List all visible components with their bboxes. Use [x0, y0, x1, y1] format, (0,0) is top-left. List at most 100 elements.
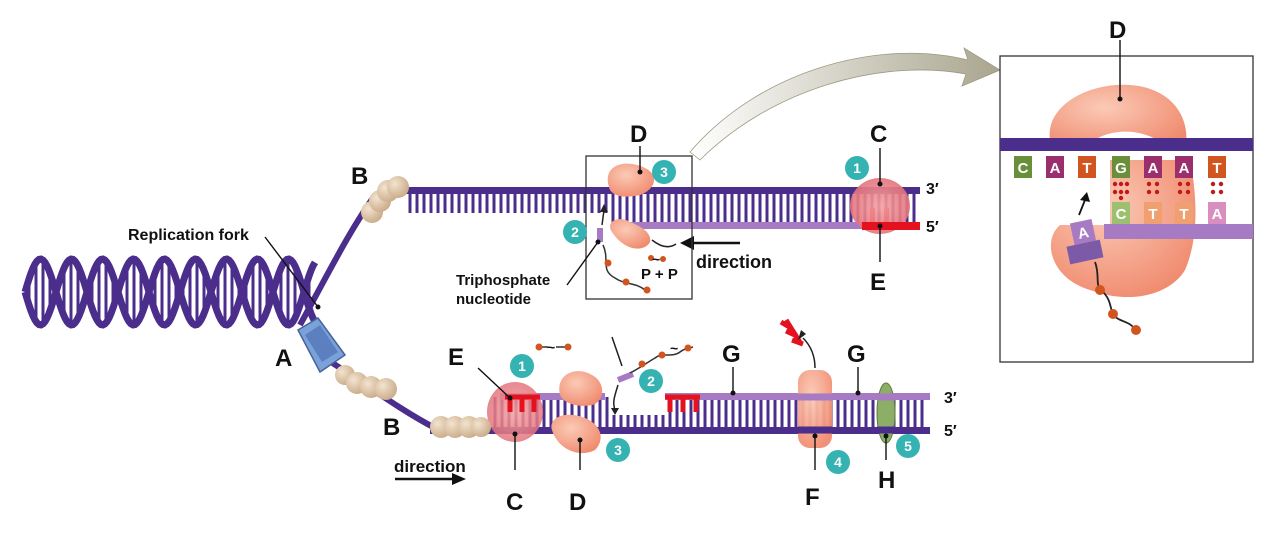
bottom-primer-2: [665, 394, 700, 412]
inset-template-base-label: A: [1148, 160, 1159, 177]
inset-template-base: [1112, 156, 1130, 178]
bottom-dna-polymerase-lower: [551, 414, 601, 454]
bottom-template-strand: [430, 427, 930, 434]
badge-top-1: 1: [853, 160, 861, 176]
badge-top-3: 3: [660, 164, 668, 180]
hydrogen-bond-dot: [1124, 189, 1130, 195]
inset-new-base-label: T: [1148, 206, 1157, 223]
nucleotide-tail: [602, 244, 646, 291]
hydrogen-bond-dot: [1112, 181, 1118, 187]
inset-new-base-label: C: [1116, 206, 1127, 223]
phosphate: [535, 343, 543, 351]
hydrogen-bond-dot: [1210, 181, 1216, 187]
hydrogen-bond-dot: [1185, 181, 1191, 187]
label-triphosphate-1: Triphosphate: [456, 272, 550, 289]
label-three-prime-top: 3′: [926, 181, 939, 198]
inset-template-base-label: C: [1018, 160, 1029, 177]
phosphate: [564, 343, 572, 351]
inset-polymerase-top: [1049, 84, 1187, 150]
inset-template-base-label: T: [1212, 160, 1221, 177]
inset-entry-arrow: [1078, 199, 1086, 216]
inset-incoming-base: [1069, 218, 1097, 246]
inset-template-base: [1144, 156, 1162, 178]
inset-template-base: [1046, 156, 1064, 178]
incoming-nucleotide: [616, 371, 635, 383]
label-direction-bottom: direction: [394, 457, 466, 476]
nucleotide-tail: [629, 346, 694, 374]
badge-bot-1: 1: [518, 358, 526, 374]
ssb-protein: [471, 417, 491, 437]
inset-template-strand: [1000, 138, 1253, 151]
hydrogen-bond-dot: [1154, 181, 1160, 187]
leader-lines: [264, 146, 887, 470]
label-tilde-top: ~: [652, 251, 660, 267]
inset-new-base-label: T: [1179, 206, 1188, 223]
label-five-prime-top: 5′: [926, 219, 939, 236]
phosphate: [604, 259, 612, 267]
label-C-top: C: [870, 121, 887, 148]
lagging-strand-assembly: [335, 318, 930, 485]
inset-new-base-label: A: [1212, 206, 1223, 223]
badge-bot-4: 4: [834, 454, 842, 470]
label-G-left: G: [722, 341, 741, 368]
badge-bot-5: 5: [904, 438, 912, 454]
leading-strand-assembly: [361, 163, 920, 294]
phosphate: [660, 256, 666, 262]
inset-template-base: [1014, 156, 1032, 178]
label-E-top: E: [870, 269, 886, 296]
hydrogen-bond-dot: [1177, 189, 1183, 195]
phosphate: [643, 286, 651, 294]
inset-template-base-label: A: [1050, 160, 1061, 177]
removed-primer: [779, 318, 804, 347]
entry-arrow: [613, 384, 619, 411]
inset-new-base: [1144, 202, 1162, 224]
label-F: F: [805, 484, 820, 511]
inset-template-base-label: G: [1115, 160, 1127, 177]
label-D-bottom: D: [569, 489, 586, 516]
inset-hydrogen-bonds: [1112, 181, 1224, 201]
label-tilde-bottom-2: ~: [670, 340, 678, 356]
label-three-prime-bottom: 3′: [944, 390, 957, 407]
inset-new-base: [1175, 202, 1193, 224]
label-tilde-bottom: ~: [547, 339, 555, 355]
badge-bot-2: 2: [647, 373, 655, 389]
top-primer-front: [862, 222, 920, 230]
inset-template-base: [1208, 156, 1226, 178]
hydrogen-bond-dot: [1124, 181, 1130, 187]
hydrogen-bond-dot: [1218, 189, 1224, 195]
hydrogen-bond-dot: [1185, 189, 1191, 195]
zoom-arrow: [689, 47, 1001, 161]
helicase: [297, 317, 347, 374]
label-H: H: [878, 467, 895, 494]
inset-template-base-label: A: [1179, 160, 1190, 177]
label-E-bottom: E: [448, 344, 464, 371]
label-ppi: P + P: [641, 266, 678, 283]
label-direction-top: direction: [696, 252, 772, 272]
ssb-protein: [375, 378, 397, 400]
hydrogen-bond-dot: [1154, 189, 1160, 195]
badge-bot-3: 3: [614, 442, 622, 458]
phosphate: [1131, 325, 1141, 335]
inset-new-base: [1208, 202, 1226, 224]
label-five-prime-bottom: 5′: [944, 423, 957, 440]
inset-new-base: [1112, 202, 1130, 224]
step-badges: 3 1 2 1 2 3 4 5: [510, 156, 920, 474]
phosphate: [638, 360, 646, 368]
hydrogen-bond-dot: [1146, 189, 1152, 195]
phosphate: [1108, 309, 1118, 319]
hydrogen-bond-dot: [1112, 189, 1118, 195]
label-C-bottom: C: [506, 489, 523, 516]
removal-arrow: [802, 337, 816, 369]
label-replication-fork: Replication fork: [128, 227, 249, 244]
hydrogen-bond-dot: [1146, 181, 1152, 187]
phosphate: [648, 255, 654, 261]
incoming-nucleotide: [597, 228, 603, 242]
hydrogen-bond-dot: [1210, 189, 1216, 195]
top-base-pairs: [408, 190, 916, 225]
inset-incoming-sugar: [1066, 239, 1104, 265]
label-D-box: D: [630, 121, 647, 148]
phosphate: [658, 351, 666, 359]
ssb-protein: [387, 176, 409, 198]
